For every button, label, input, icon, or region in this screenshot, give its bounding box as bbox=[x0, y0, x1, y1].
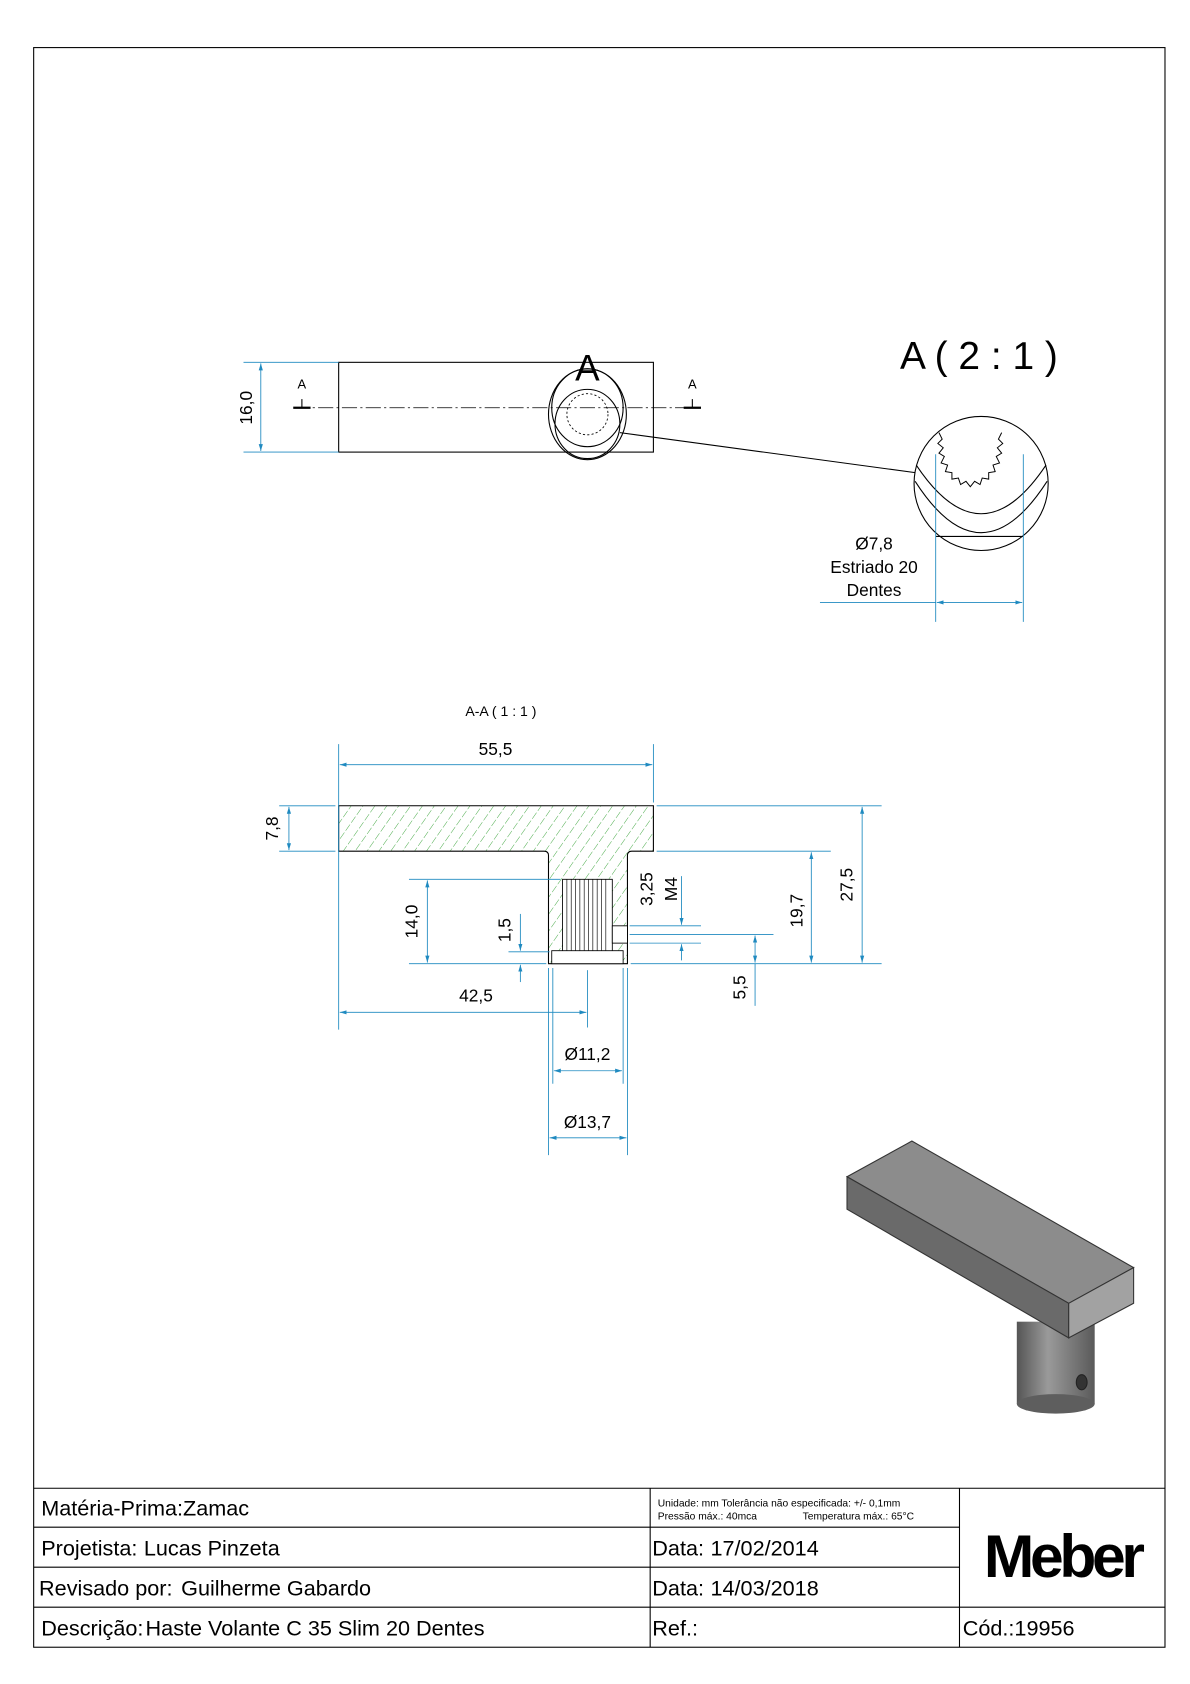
stem-circle-inner bbox=[554, 388, 621, 460]
notes-line1: Unidade: mm Tolerância não especificada:… bbox=[658, 1499, 901, 1510]
bore-splines bbox=[566, 879, 607, 960]
section-view: A-A ( 1 : 1 ) 55,5 7,8 27,5 19,7 bbox=[262, 703, 882, 1156]
title-block: Matéria-Prima:Zamac Unidade: mm Tolerânc… bbox=[33, 1487, 1165, 1648]
render-bar-end bbox=[1068, 1266, 1135, 1339]
dim-height-label: 16,0 bbox=[236, 391, 256, 425]
top-view-outline bbox=[338, 361, 654, 453]
notes-line2b: Temperatura máx.: 65°C bbox=[803, 1512, 915, 1523]
code-field: Cód.:19956 bbox=[963, 1615, 1075, 1640]
detail-view: A ( 2 : 1 ) Ø7,8 Estriado 20 Dentes bbox=[819, 335, 1058, 622]
material-label: Matéria-Prima:Zamac bbox=[41, 1495, 249, 1520]
sheet-border bbox=[33, 47, 1166, 1648]
detail-leader bbox=[619, 432, 916, 474]
dim-stem-diameter-label: Ø13,7 bbox=[564, 1112, 611, 1132]
date-created-field: Data:17/02/2014 bbox=[652, 1535, 818, 1560]
spline-teeth bbox=[566, 393, 609, 436]
dim-flange-label: 7,8 bbox=[262, 816, 282, 840]
spline-note-line2: Dentes bbox=[847, 580, 902, 600]
description-field: Descrição:Haste Volante C 35 Slim 20 Den… bbox=[41, 1615, 484, 1640]
detail-marker: A bbox=[575, 348, 600, 389]
dim-length-label: 55,5 bbox=[479, 739, 513, 759]
date-reviewed-field: Data:14/03/2018 bbox=[652, 1575, 818, 1600]
designer-field: Projetista:Lucas Pinzeta bbox=[41, 1535, 280, 1560]
company-logo: Meber bbox=[984, 1522, 1144, 1590]
ref-field: Ref.: bbox=[652, 1615, 698, 1640]
dim-recess-label: 1,5 bbox=[495, 918, 515, 942]
bore bbox=[562, 878, 613, 960]
render-stem-bottom bbox=[1016, 1394, 1095, 1414]
dim-bore-diameter-label: Ø11,2 bbox=[565, 1044, 611, 1064]
section-mark-left: A bbox=[298, 376, 307, 391]
spline-note-line1: Estriado 20 bbox=[830, 557, 918, 577]
dim-thread-size-label: M4 bbox=[661, 877, 681, 901]
notes-line2a: Pressão máx.: 40mca bbox=[658, 1512, 758, 1523]
section-title: A-A ( 1 : 1 ) bbox=[465, 703, 536, 719]
section-mark-right: A bbox=[688, 376, 697, 391]
detail-title: A ( 2 : 1 ) bbox=[900, 335, 1058, 378]
dim-hole-height-label: 5,5 bbox=[729, 975, 749, 999]
stem-circle-mid bbox=[551, 368, 624, 448]
render-hole bbox=[1075, 1374, 1088, 1391]
dim-thread-pitch-label: 3,25 bbox=[636, 872, 656, 906]
spline-diameter-label: Ø7,8 bbox=[855, 533, 893, 553]
detail-arc-2 bbox=[914, 481, 1048, 533]
spline-profile bbox=[937, 432, 1004, 488]
detail-arc-1 bbox=[915, 464, 1047, 515]
reviewer-field: Revisado por:Guilherme Gabardo bbox=[39, 1575, 371, 1600]
detail-circle bbox=[913, 415, 1049, 552]
dim-total-height-label: 27,5 bbox=[836, 868, 856, 902]
bottom-recess bbox=[551, 950, 624, 965]
top-view: A A A 16,0 bbox=[236, 348, 916, 474]
render-stem bbox=[1016, 1321, 1095, 1404]
isometric-render bbox=[845, 1140, 1135, 1414]
dim-bore-depth-label: 14,0 bbox=[402, 905, 422, 939]
dim-stem-height-label: 19,7 bbox=[787, 894, 807, 928]
thread-hole bbox=[611, 925, 628, 944]
dim-axis-offset-label: 42,5 bbox=[459, 986, 493, 1006]
